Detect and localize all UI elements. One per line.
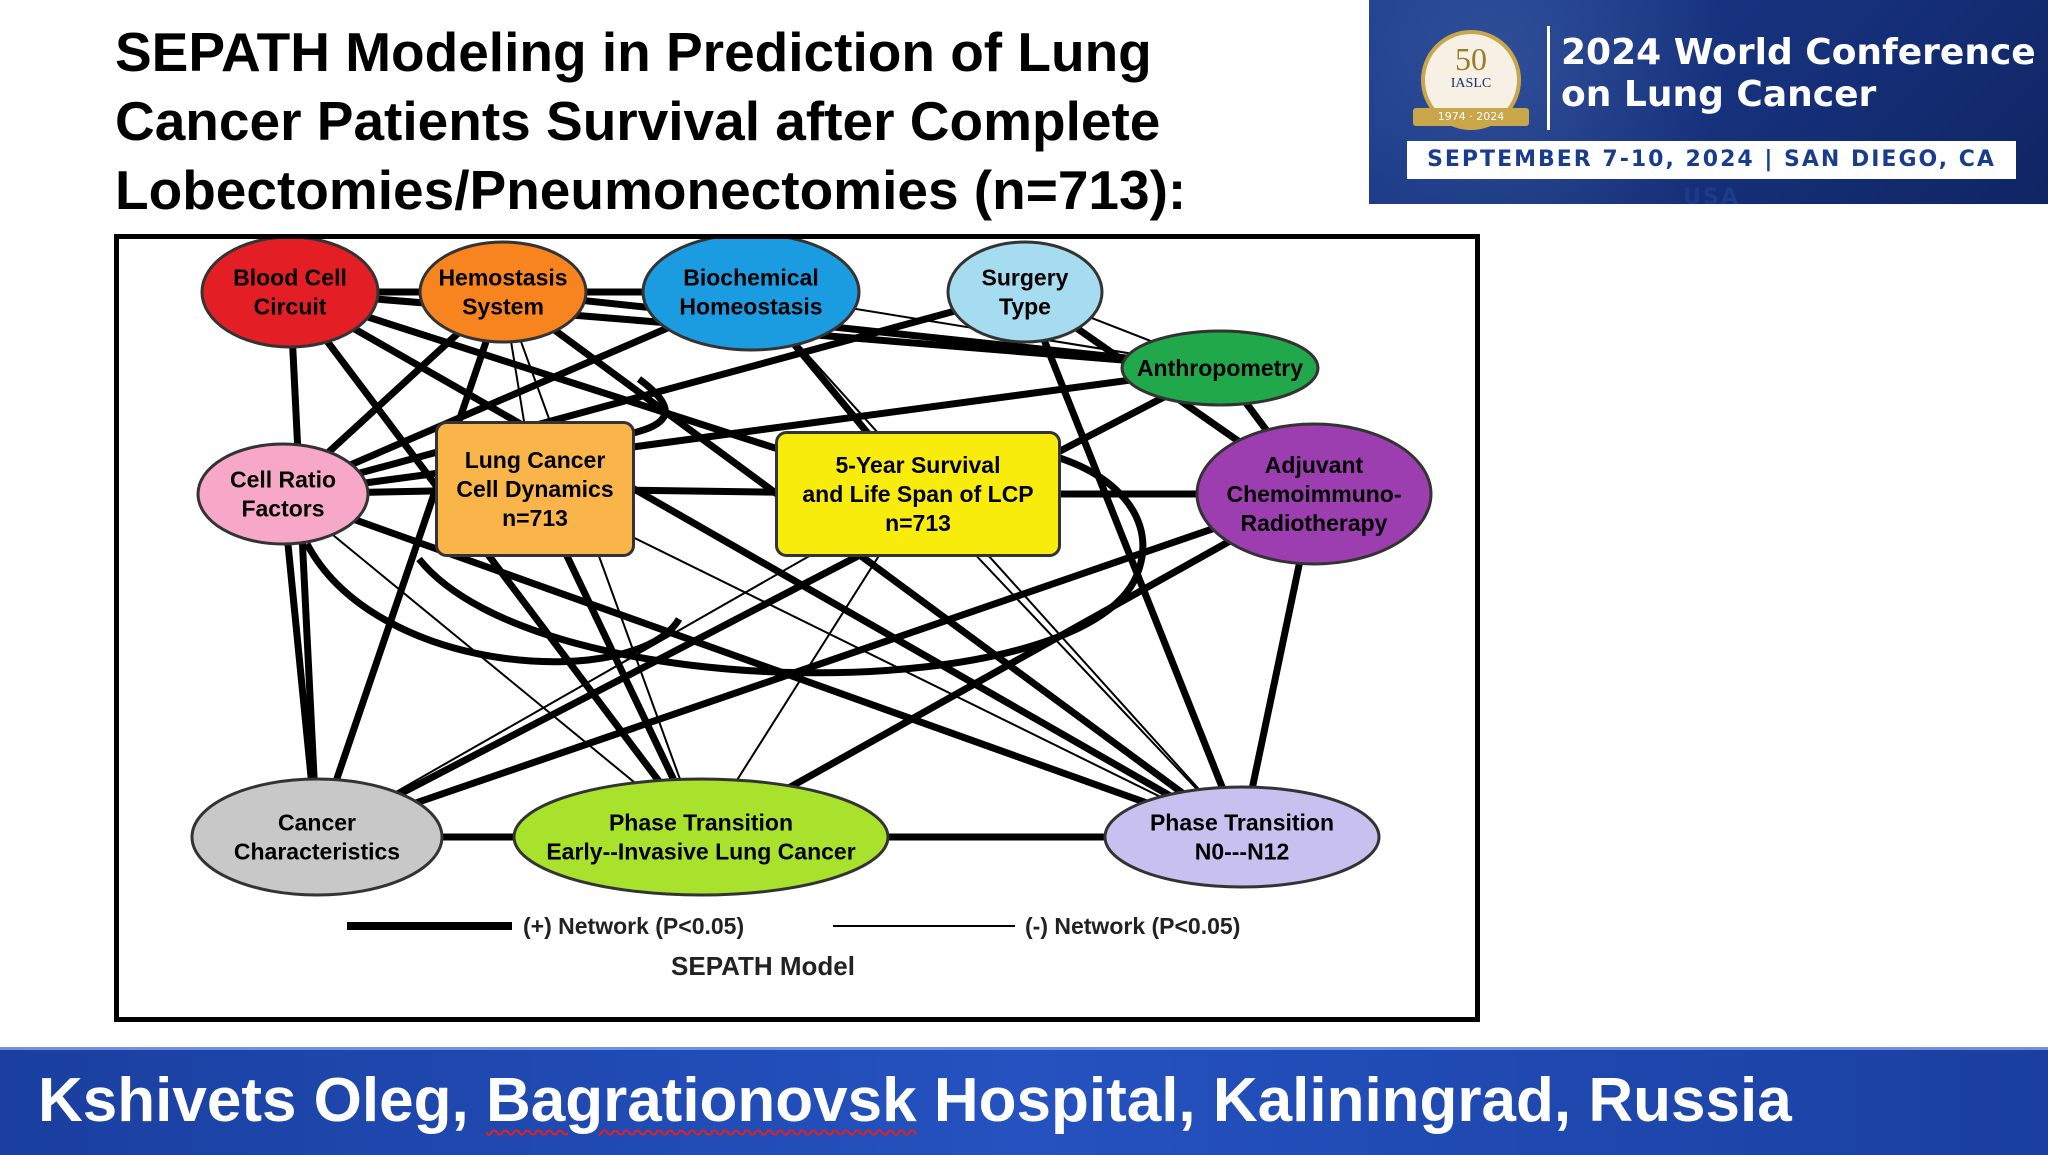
- node-label-blood-1: Blood Cell: [233, 265, 347, 291]
- legend-negative-label: (-) Network (P<0.05): [1025, 913, 1240, 939]
- node-shape-lcdyn: [435, 421, 635, 557]
- node-shape-blood: [200, 239, 380, 349]
- node-label-hemo-1: Hemostasis: [438, 265, 567, 291]
- positive-edge-hemo-phase2: [499, 288, 1246, 841]
- node-label-phase1-2: Early--Invasive Lung Cancer: [546, 839, 855, 865]
- node-label-lcdyn-3: n=713: [502, 505, 568, 531]
- badge-years-ribbon: 1974 · 2024: [1413, 108, 1529, 126]
- negative-edge-biochem-phase2: [750, 291, 1243, 838]
- legend-positive-label: (+) Network (P<0.05): [523, 913, 744, 939]
- node-label-adjuvant-1: Adjuvant: [1265, 452, 1364, 478]
- node-label-biochem-2: Homeostasis: [679, 294, 822, 320]
- node-shape-surgery: [946, 240, 1104, 344]
- positive-curved-edge-1: [303, 542, 683, 666]
- node-label-anthro-1: Anthropometry: [1137, 355, 1303, 381]
- conference-banner: 50 IASLC 1974 · 2024 2024 World Conferen…: [1369, 0, 2048, 204]
- positive-edge-blood-cancerchar: [286, 288, 321, 841]
- title-line-3: Lobectomies/Pneumonectomies (n=713):: [115, 159, 1187, 221]
- node-label-phase2-1: Phase Transition: [1150, 810, 1334, 836]
- node-shape-cancerchar: [190, 777, 444, 897]
- node-label-blood-2: Circuit: [254, 294, 327, 320]
- negative-edge-cellratio-phase1: [282, 493, 702, 838]
- node-label-cellratio-1: Cell Ratio: [230, 467, 336, 493]
- diagram-caption: SEPATH Model: [671, 951, 855, 981]
- node-shape-biochem: [641, 239, 861, 352]
- node-shape-phase2: [1103, 785, 1381, 889]
- footer-rest: Hospital, Kaliningrad, Russia: [933, 1066, 1792, 1135]
- positive-edge-adjuvant-phase1: [697, 490, 1318, 841]
- node-label-surgery-1: Surgery: [982, 265, 1069, 291]
- node-label-hemo-2: System: [462, 294, 544, 320]
- node-label-surgery-2: Type: [999, 294, 1051, 320]
- node-shape-anthro: [1120, 329, 1320, 407]
- positive-edge-cancerchar-anthro: [313, 364, 1224, 841]
- node-label-biochem-1: Biochemical: [683, 265, 819, 291]
- conference-title-line-1: 2024 World Conference: [1561, 32, 2036, 73]
- conference-dates-location: SEPTEMBER 7-10, 2024 | SAN DIEGO, CA USA: [1407, 141, 2016, 204]
- footer-bar: Kshivets Oleg, Bagrationovsk Hospital, K…: [0, 1047, 2048, 1155]
- node-label-lcdyn-2: Cell Dynamics: [456, 476, 613, 502]
- node-shape-hemo: [418, 240, 588, 344]
- footer-author: Kshivets Oleg,: [38, 1066, 469, 1135]
- node-anthro: Anthropometry: [1120, 329, 1320, 407]
- node-label-cancerchar-2: Characteristics: [234, 839, 400, 865]
- node-survival: 5-Year Survival and Life Span of LCP n=713: [775, 431, 1061, 557]
- node-label-cancerchar-1: Cancer: [278, 810, 356, 836]
- node-label-adjuvant-2: Chemoimmuno-: [1226, 481, 1401, 507]
- badge-org: IASLC: [1450, 76, 1492, 91]
- positive-edge-blood-phase2: [286, 288, 1246, 841]
- node-label-survival-3: n=713: [885, 510, 951, 536]
- positive-edge-hemo-anthro: [499, 288, 1224, 372]
- conference-title-line-2: on Lung Cancer: [1561, 74, 1877, 115]
- positive-edge-adjuvant-cancerchar: [313, 490, 1318, 841]
- node-label-cellratio-2: Factors: [241, 496, 324, 522]
- negative-edge-lcdyn-phase2: [534, 488, 1243, 838]
- positive-edge-hemo-cancerchar: [313, 288, 507, 841]
- badge-number: 50: [1455, 41, 1487, 77]
- node-label-phase1-1: Phase Transition: [609, 810, 793, 836]
- node-label-lcdyn-1: Lung Cancer: [465, 447, 606, 473]
- node-label-phase2-2: N0---N12: [1195, 839, 1290, 865]
- positive-edge-surgery-phase2: [1021, 288, 1246, 841]
- conference-title: 2024 World Conference on Lung Cancer: [1561, 32, 2036, 116]
- node-label-adjuvant-3: Radiotherapy: [1241, 510, 1388, 536]
- node-shape-survival: [775, 431, 1061, 557]
- banner-divider: [1547, 26, 1550, 130]
- positive-edge-blood-phase1: [286, 288, 705, 841]
- positive-curved-edge-2: [416, 445, 1147, 677]
- node-shape-cellratio: [196, 442, 370, 546]
- title-line-2: Cancer Patients Survival after Complete: [115, 90, 1161, 152]
- node-label-survival-1: 5-Year Survival: [836, 452, 1001, 478]
- slide-title: SEPATH Modeling in Prediction of Lung Ca…: [115, 18, 1355, 225]
- footer-institution: Bagrationovsk: [485, 1066, 917, 1135]
- node-label-survival-2: and Life Span of LCP: [802, 481, 1033, 507]
- title-line-1: SEPATH Modeling in Prediction of Lung: [115, 21, 1152, 83]
- node-shape-adjuvant: [1195, 422, 1433, 566]
- footer-author-line: Kshivets Oleg, Bagrationovsk Hospital, K…: [38, 1064, 1792, 1138]
- node-shape-phase1: [512, 777, 890, 897]
- legend: (+) Network (P<0.05) (-) Network (P<0.05…: [347, 913, 1240, 939]
